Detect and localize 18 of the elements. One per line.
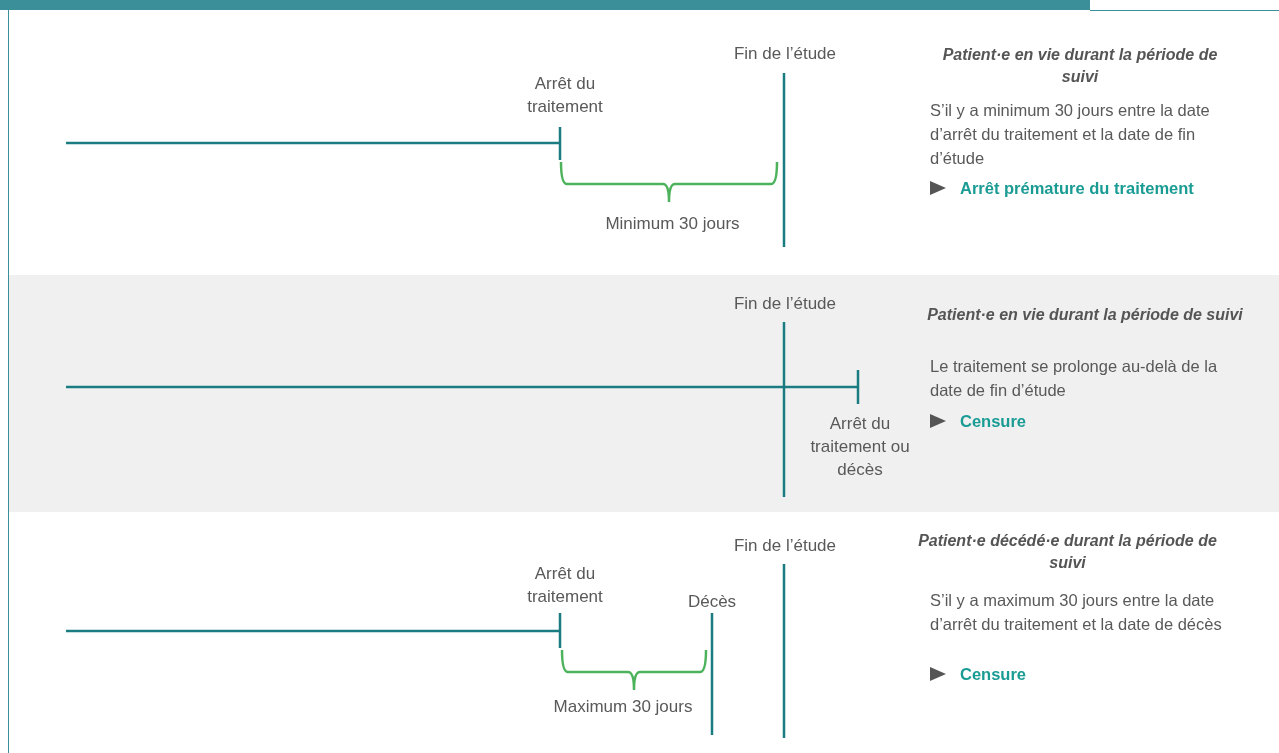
case-heading: Patient·e en vie durant la période de suivi: [926, 305, 1244, 325]
timeline-label: Minimum 30 jours: [604, 213, 741, 235]
case-description: S’il y a minimum 30 jours entre la date d’arrêt du traitement et la date de fin d’étude: [930, 100, 1211, 169]
timeline-label: Maximum 30 jours: [552, 696, 694, 718]
timeline-label: Arrêt du traitement: [526, 73, 604, 118]
timeline-label: Arrêt du traitement ou décès: [809, 413, 911, 481]
outcome-label: Censure: [960, 664, 1028, 685]
timeline-label: Fin de l’étude: [732, 535, 838, 557]
case-description: Le traitement se prolonge au-delà de la date de fin d’étude: [930, 356, 1219, 401]
timeline-label: Décès: [686, 591, 738, 613]
timeline-label: Fin de l’étude: [732, 43, 838, 65]
outcome-label: Censure: [960, 411, 1028, 432]
timeline-label: Fin de l’étude: [732, 293, 838, 315]
timeline-label: Arrêt du traitement: [526, 563, 604, 608]
outcome-label: Arrêt prémature du traitement: [960, 178, 1195, 199]
case-heading: Patient·e en vie durant la période de suivi: [941, 45, 1219, 87]
case-description: S’il y a maximum 30 jours entre la date d’arrêt du traitement et la date de décès: [930, 590, 1223, 635]
case-heading: Patient·e décédé·e durant la période de suivi: [917, 531, 1218, 573]
